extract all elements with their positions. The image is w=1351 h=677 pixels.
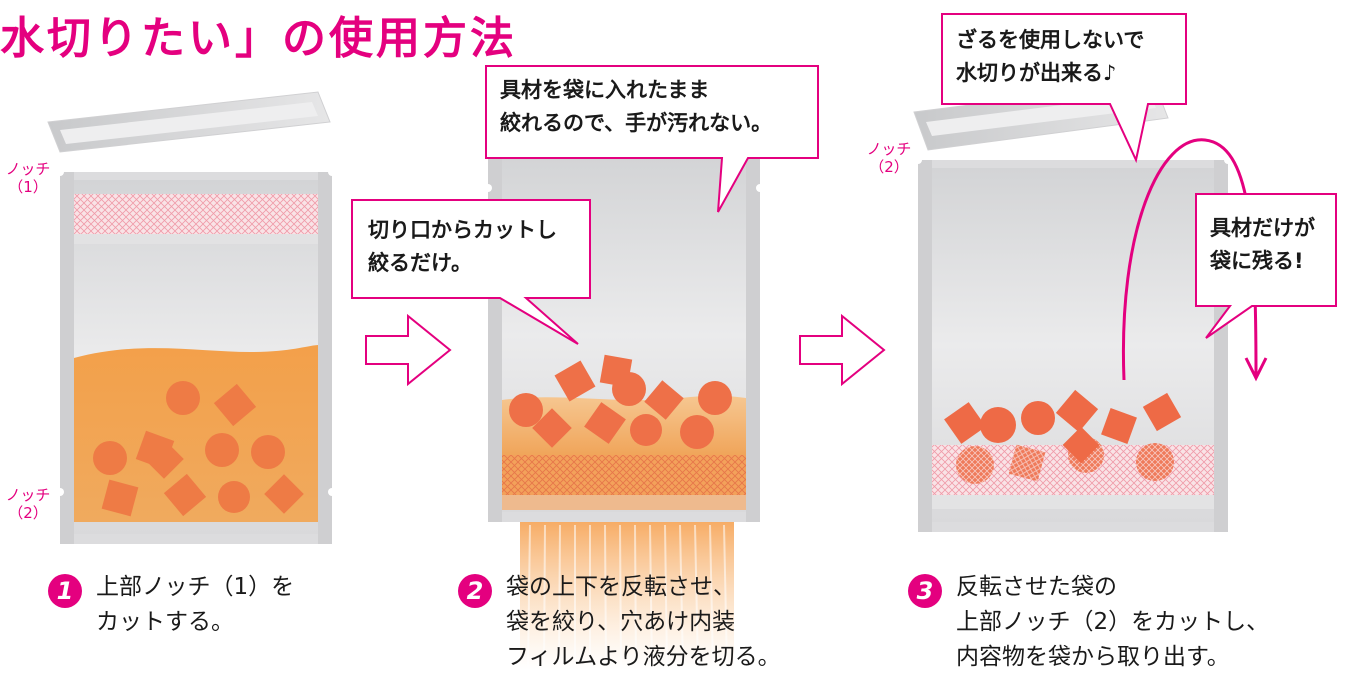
step-2-text: 袋の上下を反転させ、袋を絞り、穴あけ内装フィルムより液分を切る。 [506, 574, 781, 670]
notch-1-label: ノッチ（1） [5, 160, 51, 196]
callout-text-top-3: ざるを使用しないで水切りが出来る♪ [956, 28, 1145, 85]
step-number-badge: 1 [48, 574, 82, 608]
next-arrow-icon [365, 313, 452, 387]
callout-text-left-2: 切り口からカットし絞るだけ。 [368, 218, 557, 275]
bag-3-ingredients [944, 389, 1182, 464]
callout-bubble-left-2 [351, 199, 591, 345]
bag-1 [47, 91, 336, 544]
bag-2-mesh-film [502, 455, 746, 495]
callout-bubble-right-3 [1195, 193, 1337, 339]
bag-2-ingredients [509, 354, 732, 449]
notch-2-label: ノッチ（2） [5, 486, 51, 522]
bag-1-liquid [74, 345, 318, 522]
step-1-text: 上部ノッチ（1）をカットする。 [96, 574, 295, 635]
bag-2 [484, 150, 764, 670]
bag-1-ingredients [93, 381, 304, 517]
step-number-badge: 3 [908, 574, 942, 608]
next-arrow-icon [799, 313, 886, 387]
callout-text-top-2: 具材を袋に入れたまま絞れるので、手が汚れない。 [500, 78, 773, 135]
bag-1-mesh-film [74, 194, 318, 234]
notch-2-label-panel3: ノッチ（2） [866, 140, 912, 176]
bag-1-cut-strip [47, 91, 331, 153]
callout-bubble-top-3 [941, 13, 1187, 164]
step-3-text: 反転させた袋の上部ノッチ（2）をカットし、内容物を袋から取り出す。 [956, 574, 1270, 670]
bag-2-drain-streaks [520, 520, 734, 670]
bag-3 [913, 81, 1268, 532]
step-number-badge: 2 [458, 574, 492, 608]
callout-text-right-3: 具材だけが袋に残る! [1210, 216, 1315, 273]
page-title: 水切りたい」の使用方法 [0, 13, 517, 64]
callout-bubble-top-2 [485, 65, 819, 213]
